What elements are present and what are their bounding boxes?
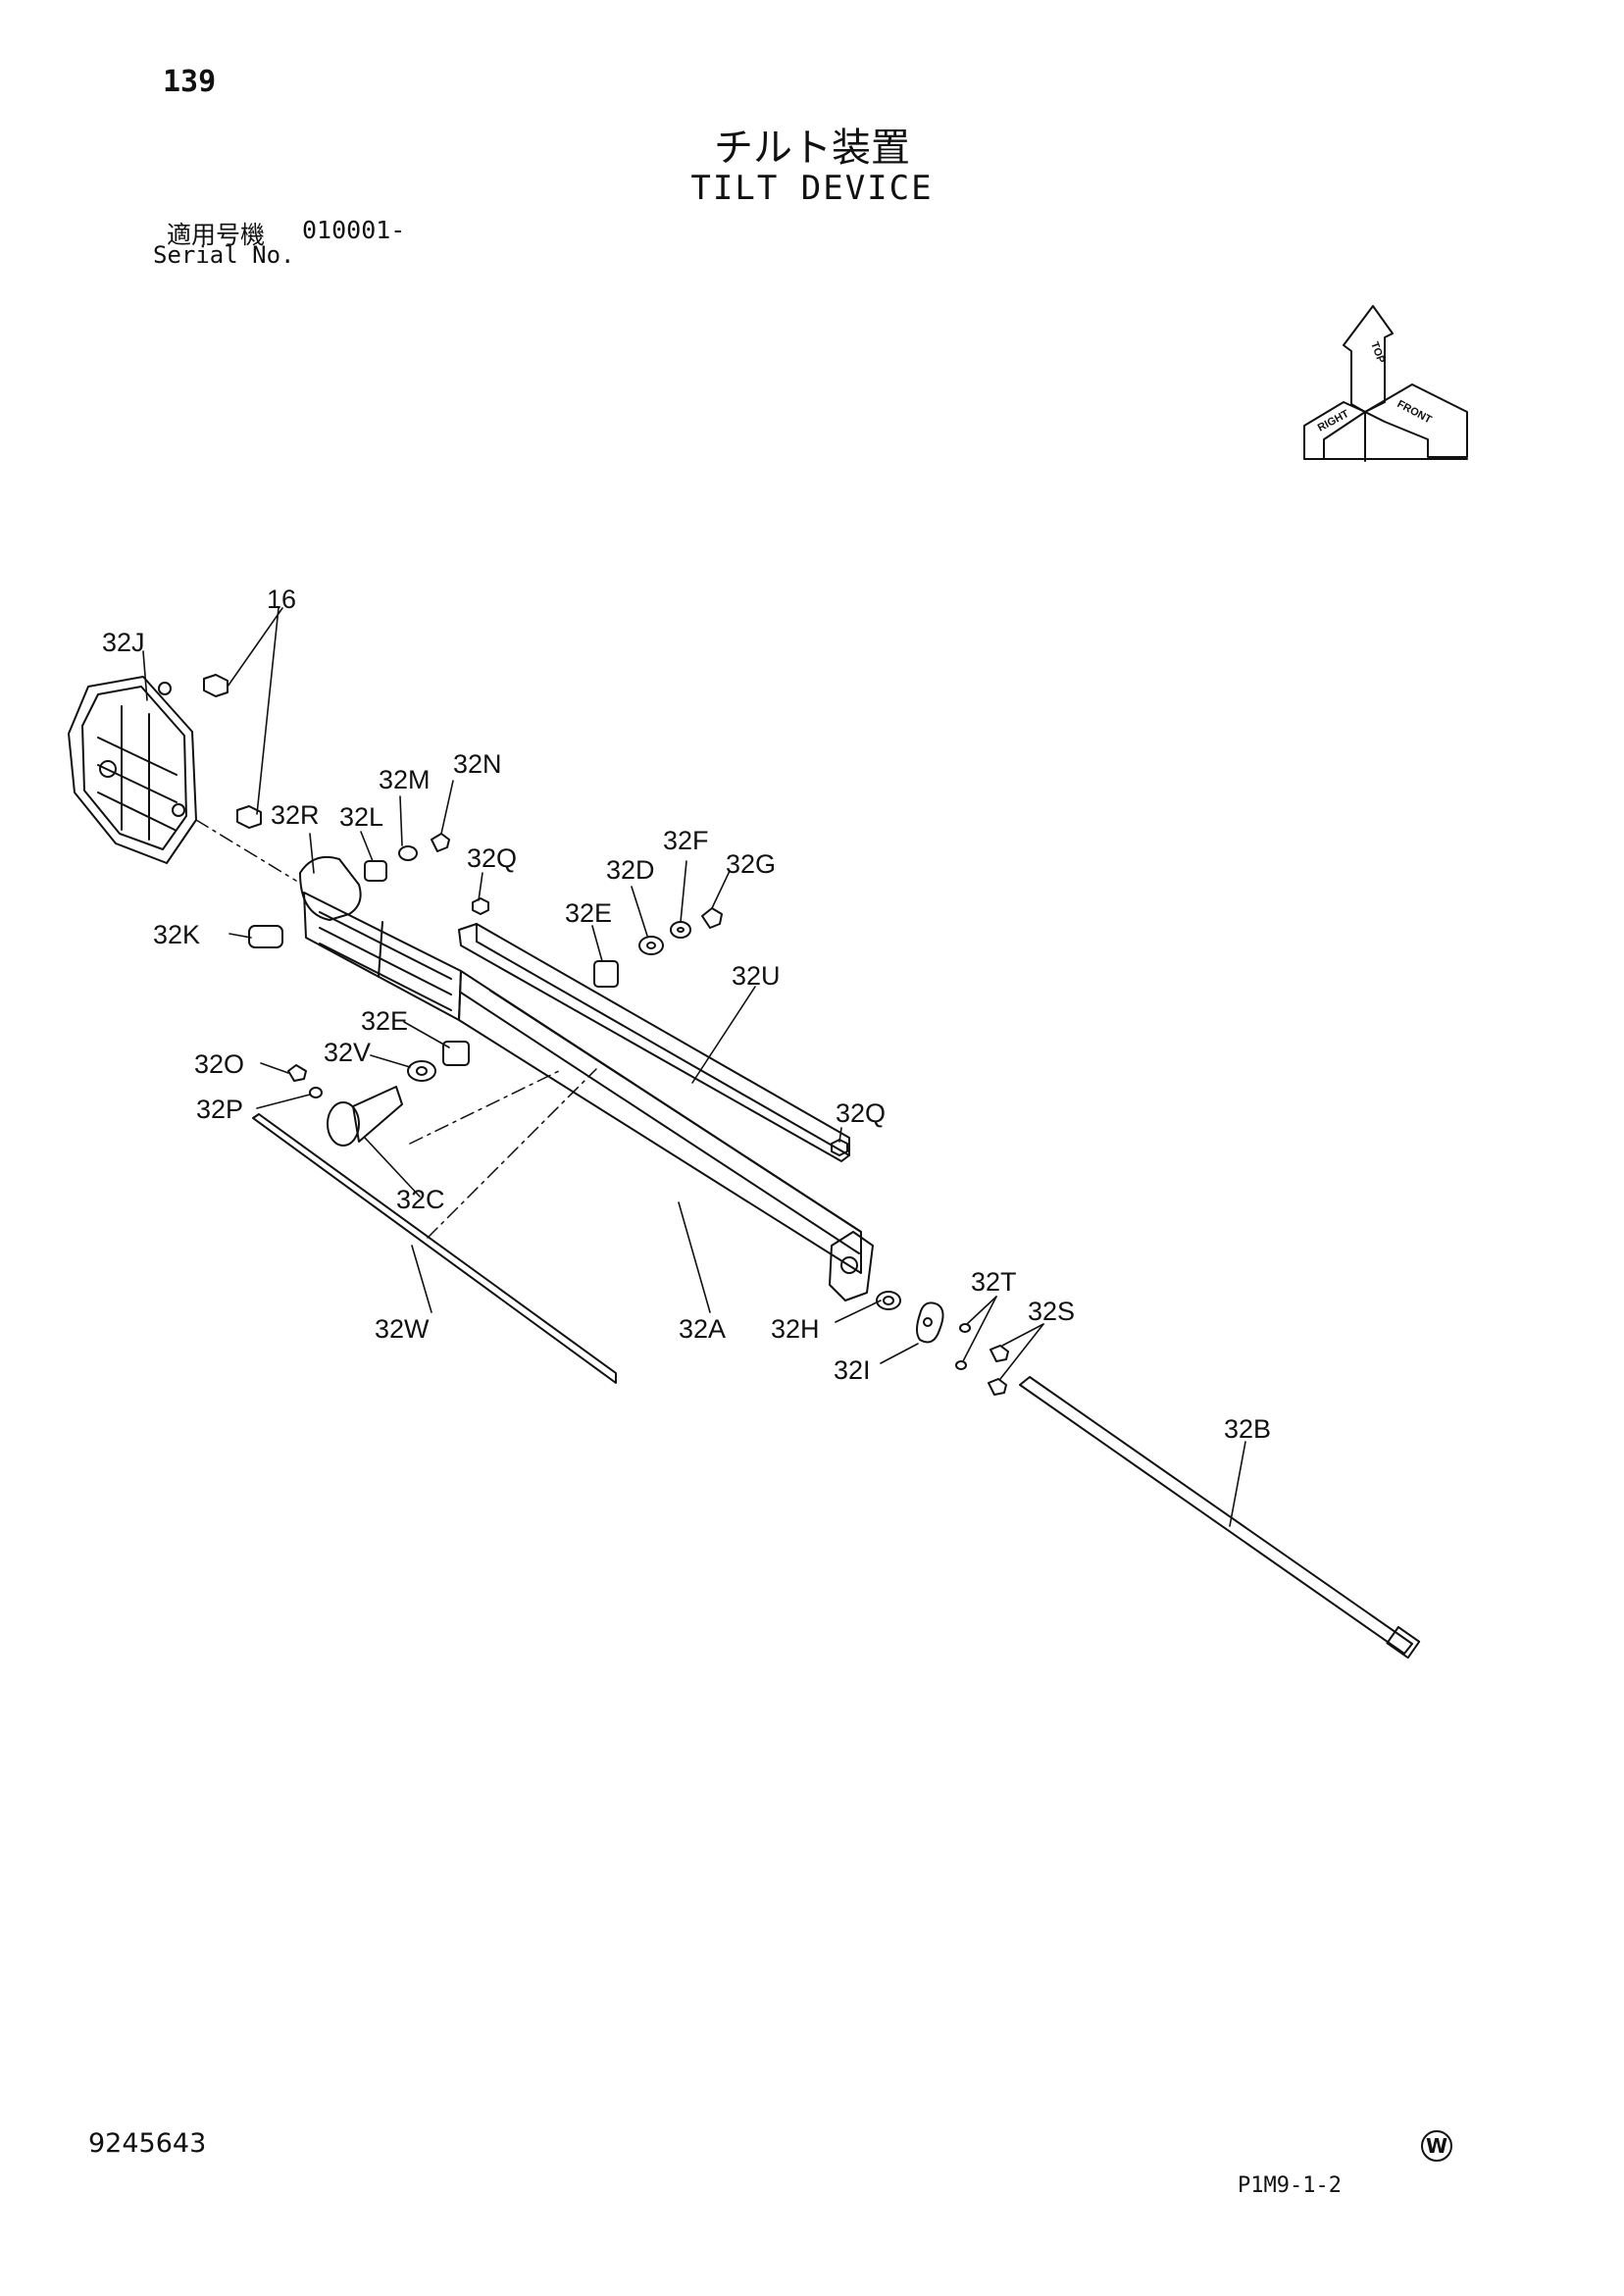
callout-32Q-top: 32Q <box>467 843 517 873</box>
part-16-nuts <box>203 674 262 829</box>
callout-32M: 32M <box>379 765 431 794</box>
callout-32E-left: 32E <box>361 1006 408 1036</box>
part-32G-bolt <box>701 907 723 929</box>
callout-16: 16 <box>267 585 296 614</box>
top-arrow <box>1343 305 1394 413</box>
part-32H-bearing <box>876 1291 901 1310</box>
orientation-right-label: RIGHT <box>1316 408 1351 434</box>
callout-32W: 32W <box>375 1314 430 1344</box>
part-32B-shaft <box>1019 1376 1421 1659</box>
page-number: 139 <box>163 65 217 99</box>
callout-32C: 32C <box>396 1185 445 1214</box>
callout-32Q-right: 32Q <box>836 1098 886 1128</box>
part-32C-pin <box>327 1086 403 1147</box>
part-32P-washer <box>309 1087 323 1098</box>
callout-32A: 32A <box>679 1314 726 1344</box>
serial-label-japanese: 適用号機 <box>167 221 266 249</box>
title-english: TILT DEVICE <box>690 169 934 208</box>
callout-32K: 32K <box>153 920 200 949</box>
part-32E-left-bushing <box>442 1041 470 1066</box>
part-32K-pin <box>248 925 283 948</box>
callout-32H: 32H <box>771 1314 820 1344</box>
part-32N-bolt <box>431 833 450 852</box>
reference-code: P1M9-1-2 <box>1238 2173 1342 2198</box>
callout-32D: 32D <box>606 855 655 885</box>
part-32D-washer <box>638 936 664 955</box>
part-32J-cover <box>68 676 197 864</box>
part-32I-plate <box>916 1301 944 1344</box>
part-32T-washers <box>955 1323 971 1370</box>
callout-32J: 32J <box>102 628 145 657</box>
part-32W-strip <box>252 1113 617 1384</box>
w-circle-mark: W <box>1421 2130 1452 2162</box>
serial-value: 010001- <box>302 216 406 244</box>
part-32O-bolt <box>287 1064 307 1082</box>
orientation-indicator <box>1303 305 1468 462</box>
part-32S-bolts <box>988 1345 1009 1396</box>
title-japanese: チルト装置 <box>714 126 910 171</box>
callout-32N: 32N <box>453 749 502 779</box>
callout-32T: 32T <box>971 1267 1017 1297</box>
part-32M-washer <box>398 845 418 861</box>
assembly-centerlines <box>195 819 597 1239</box>
callout-32F: 32F <box>663 826 709 855</box>
part-32F-washer <box>670 921 691 939</box>
callout-32R: 32R <box>271 800 320 830</box>
callout-32V: 32V <box>324 1038 371 1067</box>
document-number: 9245643 <box>88 2128 207 2159</box>
serial-label-english: Serial No. <box>153 241 295 269</box>
callout-32G: 32G <box>726 849 776 879</box>
leader-lines <box>142 607 1246 1527</box>
part-32V-washer <box>407 1060 436 1082</box>
right-plane <box>1303 401 1366 460</box>
callout-32B: 32B <box>1224 1414 1271 1444</box>
orientation-front-label: FRONT <box>1396 398 1434 427</box>
part-32E-top-bushing <box>593 960 619 988</box>
part-32A-channel <box>458 970 862 1274</box>
callout-32L: 32L <box>339 802 383 832</box>
part-32H-block <box>829 1231 874 1301</box>
callout-32S: 32S <box>1028 1297 1075 1326</box>
part-32Q-top-bolt <box>472 897 489 915</box>
callout-32I: 32I <box>834 1355 871 1385</box>
front-plane <box>1364 383 1468 458</box>
callout-32P: 32P <box>196 1095 243 1124</box>
part-32L-collar <box>364 860 387 882</box>
callout-32O: 32O <box>194 1049 244 1079</box>
part-32U-cover <box>458 923 850 1162</box>
callout-32U: 32U <box>732 961 781 991</box>
callout-32E-top: 32E <box>565 898 612 928</box>
